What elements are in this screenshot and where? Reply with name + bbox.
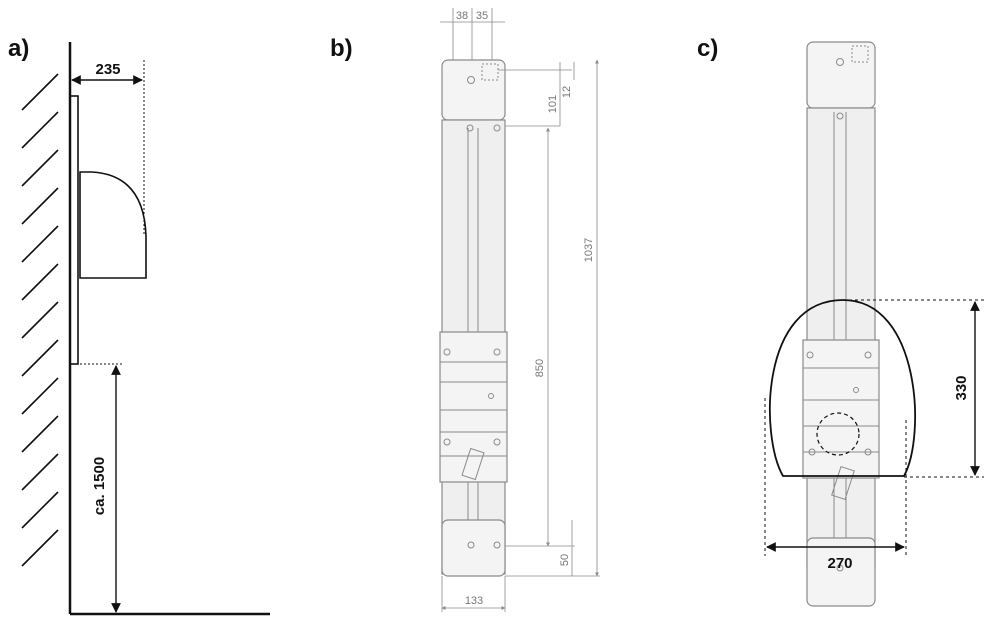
heater-c-control [802, 339, 880, 479]
dim-width: 133 [465, 595, 483, 607]
device-profile [79, 171, 147, 279]
top-width-dims: 38 35 [440, 8, 505, 60]
panel-c-label: c) [697, 35, 718, 62]
pull-switch [461, 447, 485, 481]
heater-c-head [806, 41, 876, 109]
vertical-dims: 1037 101 12 850 50 [505, 59, 600, 577]
wall-hatching [21, 73, 59, 567]
heater-c-foot [806, 537, 876, 607]
panel-c: c) 330 [697, 35, 984, 607]
coverage-width-label: 270 [827, 555, 852, 572]
heater-foot [441, 519, 506, 577]
heater-c-column [806, 107, 876, 569]
panel-a: a) 235 ca [8, 35, 270, 616]
dim-top-small: 12 [561, 86, 573, 98]
dim-top-offset: 101 [547, 95, 559, 113]
panel-b: b) 38 35 [330, 8, 600, 612]
control-block [439, 331, 508, 483]
head-bracket [481, 63, 499, 81]
dim-top-left: 38 [456, 10, 468, 22]
coverage-height-label: 330 [953, 375, 970, 400]
head-screw-left [467, 76, 475, 84]
coverage-helper-lines [764, 299, 984, 556]
dim-mid: 850 [534, 359, 546, 377]
dim-bottom: 50 [559, 554, 571, 566]
height-dimension-label: ca. 1500 [91, 457, 108, 515]
heater-c-switch [831, 465, 855, 501]
dim-total-height: 1037 [583, 238, 595, 262]
dim-top-right: 35 [476, 10, 488, 22]
depth-dimension-label: 235 [95, 61, 120, 78]
panel-a-label: a) [8, 35, 29, 62]
panel-b-label: b) [330, 35, 353, 62]
heater-head [441, 59, 506, 121]
sensor-zone [816, 412, 860, 456]
